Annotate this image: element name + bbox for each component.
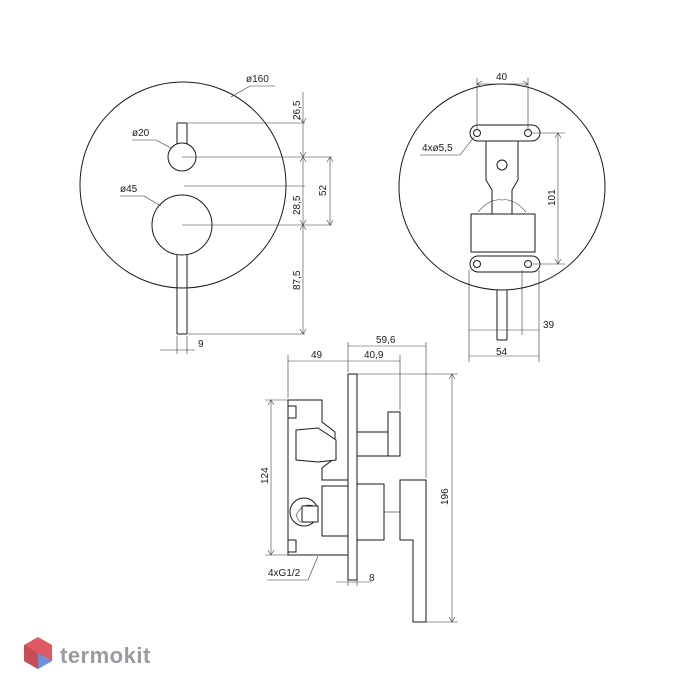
elbow-pipe [295,427,337,463]
hole-top-left [473,129,481,137]
dim-8: 8 [369,573,375,584]
dim-59-6: 59,6 [376,335,396,346]
dim-40-9: 40,9 [364,350,384,361]
dim-196-arrows [448,373,456,623]
fitting-neck [301,505,319,523]
dim-9: 9 [198,339,204,350]
leader-160 [230,85,251,98]
hole-bottom-left [473,260,481,268]
logo-text: termokit [60,643,151,668]
hole-top-right [524,129,532,137]
port-top [287,405,297,419]
port-bottom [287,539,297,553]
leader-45-diag [143,195,162,207]
side-lever [399,479,427,623]
rear-view: 40 4xø5,5 101 39 54 [398,72,606,362]
cartridge-block [470,213,536,253]
body-hole [496,159,508,171]
dim-101-arrows [554,132,562,265]
dim-26-5: 26,5 [292,100,303,120]
dim-124: 124 [260,467,271,484]
dia-45: ø45 [120,184,138,195]
dim-40: 40 [496,72,508,83]
dim-124-arrows [267,399,275,556]
logo-mark-icon [24,637,52,669]
dia-20: ø20 [132,128,150,139]
dim-52: 52 [318,184,329,196]
side-plate [347,373,358,581]
hole-bottom-right [524,260,532,268]
threads-label: 4xG1/2 [268,568,301,579]
side-small-knob [387,411,401,457]
front-plate [79,81,287,289]
side-view: 49 59,6 40,9 124 196 4xG1/2 8 [260,335,458,623]
leader-20-diag [155,139,172,149]
termokit-logo: termokit [24,637,151,669]
dim-40-arrows [476,80,529,88]
dim-arrows [299,117,334,335]
dim-87-5: 87,5 [292,270,303,290]
leader-threads-diag [307,555,319,581]
dim-28-5: 28,5 [292,195,303,215]
side-small-knob-stem [356,431,391,457]
dim-39: 39 [543,320,555,331]
port-mid [321,485,349,537]
dim-101: 101 [547,189,558,206]
dim-196: 196 [440,488,451,505]
front-view: 26,5 28,5 52 87,5 ø160 ø20 ø45 9 [79,74,334,354]
valve-body [485,140,519,216]
body-curve [477,199,527,213]
holes-label: 4xø5,5 [422,143,453,154]
dim-49: 49 [311,350,323,361]
dia-160: ø160 [246,74,269,85]
leader-holes-diag [459,136,475,156]
side-large-knob-base [356,483,385,541]
dim-54: 54 [496,347,508,358]
